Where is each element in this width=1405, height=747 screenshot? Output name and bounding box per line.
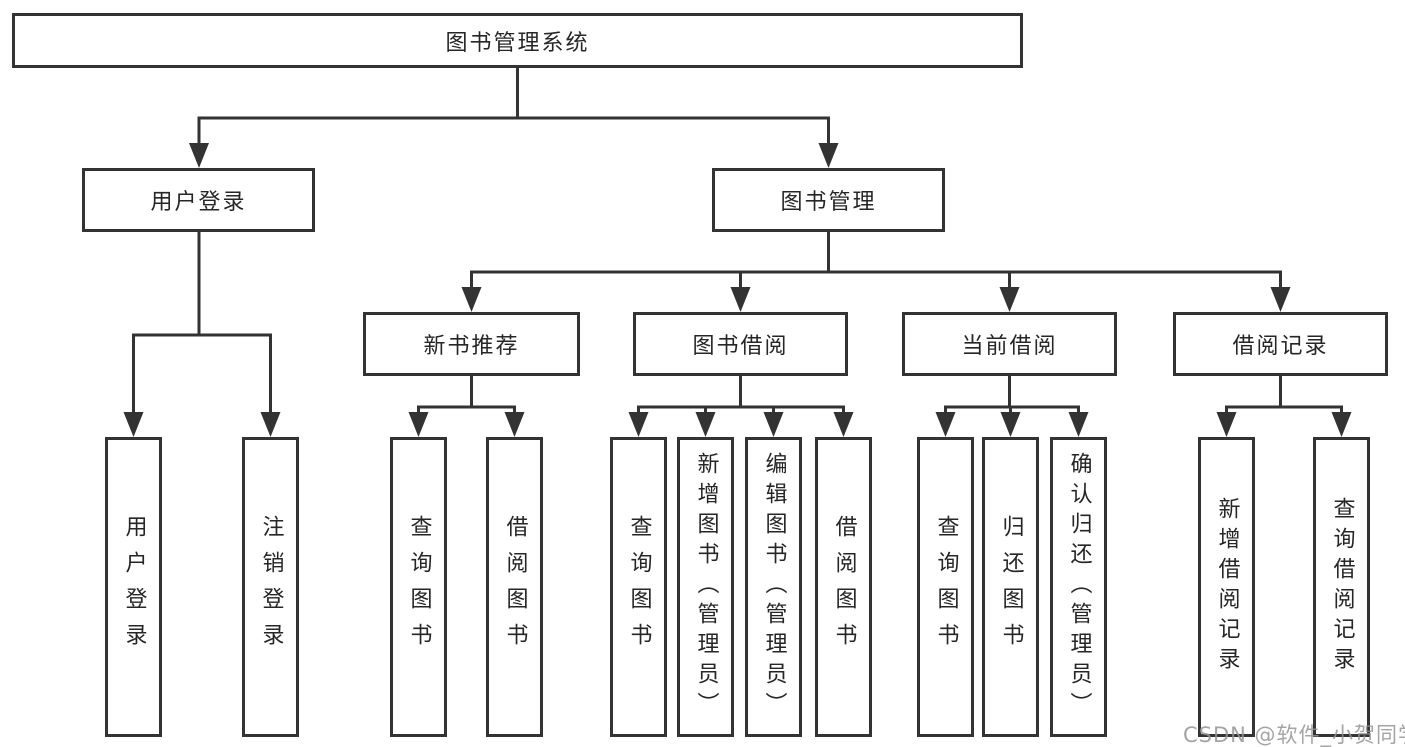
node-book-management: 图书管理 [712, 168, 945, 232]
arrowhead-icon [260, 412, 281, 437]
node-user-login: 用户登录 [82, 168, 315, 232]
leaf-return-books: 归还图书 [982, 437, 1039, 737]
arrowhead-icon [189, 143, 209, 168]
arrowhead-icon [695, 412, 716, 437]
arrowhead-icon [461, 287, 482, 312]
leaf-confirm-return-admin: 确认归还（管理员） [1050, 437, 1107, 737]
leaf-borrow-books-borrowing: 借阅图书 [815, 437, 872, 737]
arrowhead-icon [763, 412, 784, 437]
arrowhead-icon [999, 287, 1020, 312]
node-current-borrowing: 当前借阅 [902, 312, 1117, 376]
arrowhead-icon [818, 143, 839, 168]
arrowhead-icon [504, 412, 525, 437]
arrowhead-icon [408, 412, 429, 437]
node-library-management-system: 图书管理系统 [12, 13, 1023, 68]
arrowhead-icon [1000, 412, 1021, 437]
csdn-watermark: CSDN @软件_小贺同学 [1183, 723, 1405, 747]
arrowhead-icon [628, 412, 649, 437]
arrowhead-icon [730, 287, 751, 312]
arrowhead-icon [1068, 412, 1089, 437]
arrowhead-icon [1216, 412, 1237, 437]
arrowhead-icon [1331, 412, 1352, 437]
leaf-borrow-books-recommend: 借阅图书 [486, 437, 543, 737]
arrowhead-icon [123, 412, 144, 437]
node-book-borrowing: 图书借阅 [633, 312, 848, 376]
node-new-book-recommendation: 新书推荐 [363, 312, 580, 376]
leaf-query-books-recommend: 查询图书 [390, 437, 447, 737]
leaf-logout-login: 注销登录 [242, 437, 299, 737]
leaf-edit-books-admin: 编辑图书（管理员） [745, 437, 802, 737]
arrowhead-icon [935, 412, 956, 437]
leaf-add-books-admin: 新增图书（管理员） [677, 437, 734, 737]
node-borrowing-records: 借阅记录 [1173, 312, 1388, 376]
leaf-query-borrow-record: 查询借阅记录 [1313, 437, 1370, 737]
leaf-add-borrow-record: 新增借阅记录 [1198, 437, 1255, 737]
leaf-user-login: 用户登录 [105, 437, 162, 737]
leaf-query-books-current: 查询图书 [917, 437, 974, 737]
arrowhead-icon [833, 412, 854, 437]
arrowhead-icon [1270, 287, 1291, 312]
leaf-query-books-borrowing: 查询图书 [610, 437, 667, 737]
